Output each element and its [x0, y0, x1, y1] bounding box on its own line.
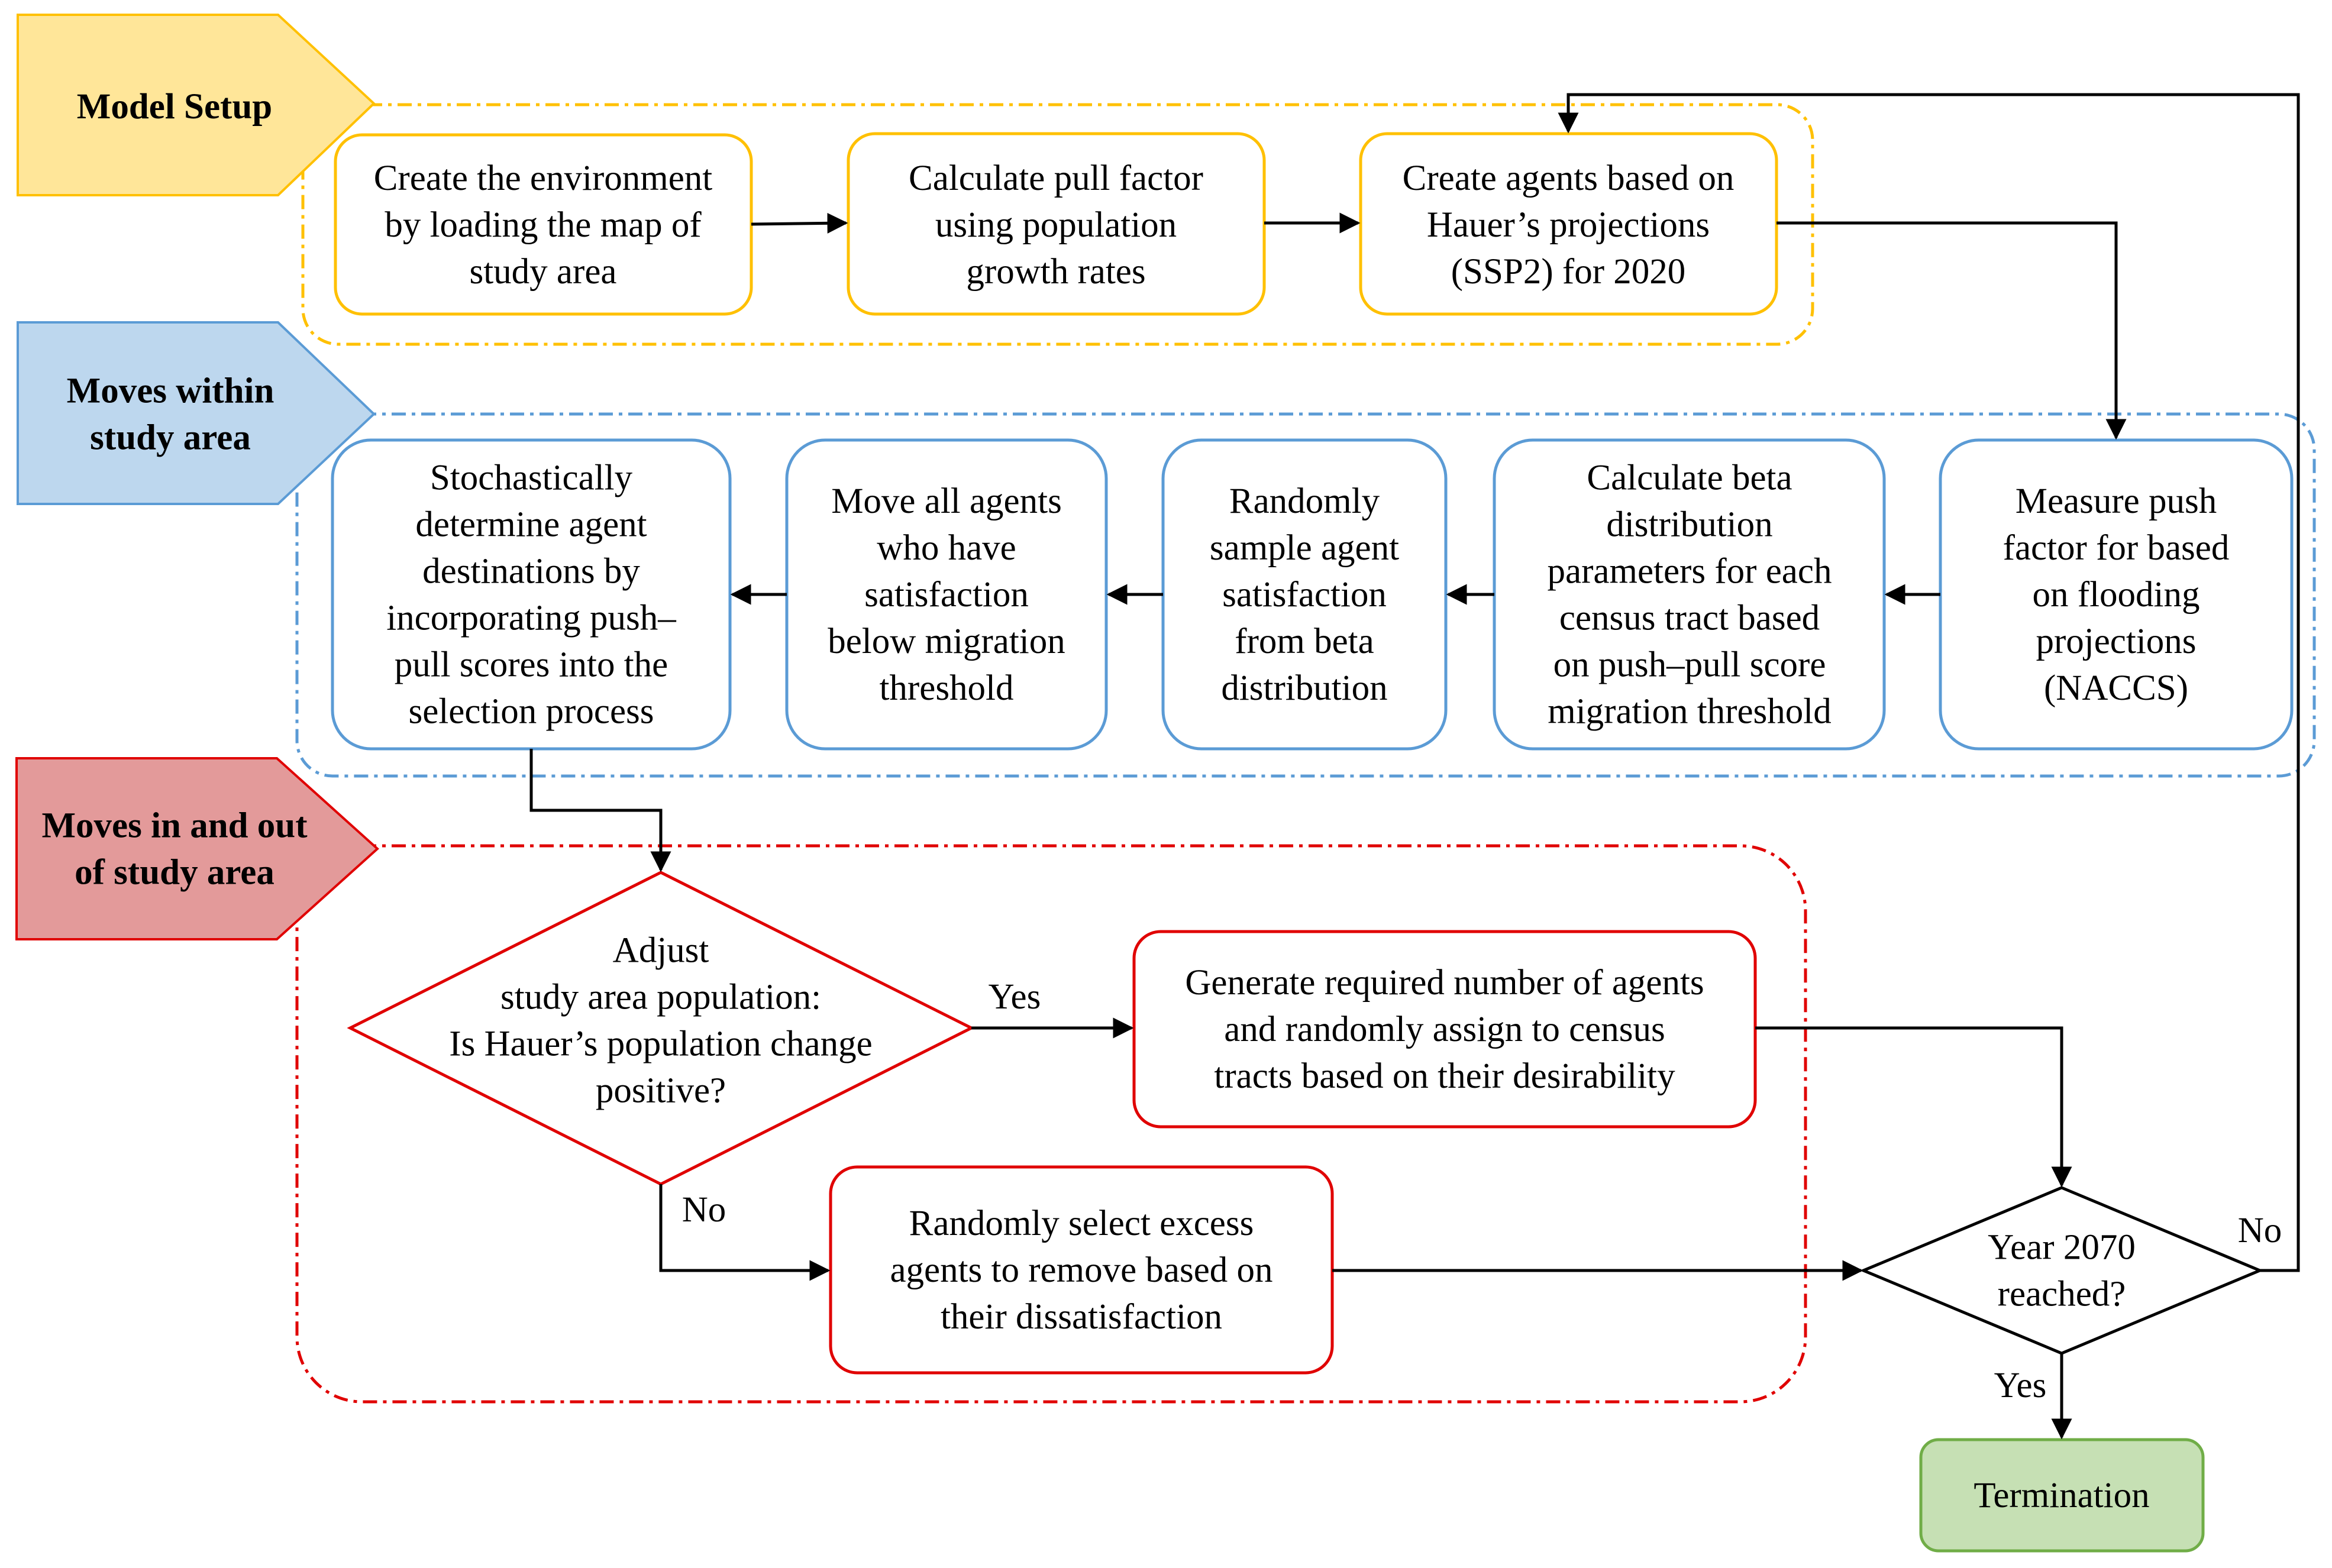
measure-push-text-line: on flooding	[2033, 575, 2200, 615]
move-agents-text-line: who have	[877, 528, 1016, 568]
beta-parameters-text: Calculate beta distribution parameters for…	[1548, 458, 1832, 732]
pull-factor-text: Calculate pull factor using population gro…	[909, 159, 1203, 292]
move-agents-text-line: threshold	[879, 668, 1013, 708]
generate-agents-text-line: and randomly assign to census	[1224, 1010, 1665, 1049]
within-section-label-line: Moves within	[67, 371, 274, 411]
beta-parameters-text-line: distribution	[1606, 505, 1772, 545]
measure-push-text-line: Measure push	[2016, 481, 2217, 521]
arrow-env-to-pull	[751, 212, 848, 234]
inout-section-label-line: Moves in and out	[41, 806, 308, 846]
adjust-population-text-line: Adjust	[613, 931, 709, 971]
create-agents-text-line: Hauer’s projections	[1427, 205, 1710, 245]
setup-section-label-line: Model Setup	[77, 87, 272, 127]
within-section-tag	[17, 321, 376, 505]
inout-section-label: Moves in and out of study area	[41, 806, 308, 893]
setup-section-label: Model Setup	[77, 87, 272, 127]
remove-agents-text: Randomly select excess agents to remove b…	[890, 1204, 1272, 1337]
move-agents-text: Move all agents who have satisfaction below…	[828, 481, 1065, 708]
beta-parameters-text-line: migration threshold	[1548, 692, 1831, 732]
stochastic-destination-text-line: selection process	[409, 692, 654, 732]
stochastic-destination-text-line: pull scores into the	[395, 645, 668, 685]
year-2070-decision	[1859, 1186, 2264, 1355]
termination-text: Termination	[1974, 1476, 2149, 1515]
termination-text-line: Termination	[1974, 1476, 2149, 1515]
remove-agents-text-line: agents to remove based on	[890, 1250, 1272, 1290]
create-environment-box	[334, 133, 753, 316]
beta-parameters-text-line: Calculate beta	[1587, 458, 1792, 498]
measure-push-text-line: (NACCS)	[2044, 668, 2188, 708]
stochastic-destination-text-line: incorporating push–	[386, 599, 676, 638]
create-environment-text-line: by loading the map of	[385, 205, 702, 245]
beta-parameters-text-line: census tract based	[1559, 599, 1820, 638]
measure-push-text: Measure push factor for based on flooding p…	[2003, 481, 2230, 708]
sample-satisfaction-text-line: sample agent	[1210, 528, 1399, 568]
generate-agents-text: Generate required number of agents and ra…	[1185, 963, 1704, 1096]
move-agents-text-line: below migration	[828, 622, 1065, 661]
adjust-no-label: No	[682, 1190, 726, 1230]
pull-factor-text-line: using population	[935, 205, 1177, 245]
pull-factor-text-line: growth rates	[966, 252, 1145, 292]
setup-section-tag	[17, 14, 376, 196]
remove-agents-text-line: their dissatisfaction	[941, 1297, 1222, 1337]
year-2070-text-line: Year 2070	[1988, 1228, 2136, 1268]
stochastic-destination-text-line: Stochastically	[430, 458, 633, 498]
sample-satisfaction-text: Randomly sample agent satisfaction from bet…	[1210, 481, 1399, 708]
within-section-label: Moves within study area	[67, 371, 274, 458]
remove-agents-text-line: Randomly select excess	[909, 1204, 1254, 1243]
stochastic-destination-text: Stochastically determine agent destination…	[386, 458, 676, 732]
adjust-population-text-line: positive?	[596, 1071, 726, 1111]
sample-satisfaction-text-line: satisfaction	[1222, 575, 1387, 615]
arrow-year-no-loop	[1558, 93, 2300, 1272]
stochastic-destination-text-line: destinations by	[422, 552, 640, 591]
arrow-generate-to-year	[1755, 1026, 2072, 1188]
measure-push-text-line: factor for based	[2003, 528, 2230, 568]
create-agents-text: Create agents based on Hauer’s projection…	[1403, 159, 1735, 292]
create-environment-text-line: Create the environment	[374, 159, 713, 198]
arrow-stochastic-to-adjust	[529, 749, 671, 872]
generate-agents-text-line: tracts based on their desirability	[1214, 1056, 1675, 1096]
beta-parameters-text-line: on push–pull score	[1553, 645, 1826, 685]
move-agents-text-line: satisfaction	[864, 575, 1029, 615]
adjust-population-text: Adjust study area population: Is Hauer’s p…	[449, 931, 872, 1111]
adjust-yes-label: Yes	[989, 977, 1041, 1017]
year-no-label: No	[2238, 1211, 2282, 1250]
stochastic-destination-text-line: determine agent	[415, 505, 647, 545]
within-section-label-line: study area	[90, 418, 251, 458]
generate-agents-text-line: Generate required number of agents	[1185, 963, 1704, 1003]
arrow-adjust-no	[659, 1184, 831, 1281]
year-2070-text-line: reached?	[1998, 1275, 2126, 1314]
year-2070-text: Year 2070 reached?	[1988, 1228, 2136, 1314]
sample-satisfaction-text-line: Randomly	[1229, 481, 1380, 521]
pull-factor-text-line: Calculate pull factor	[909, 159, 1203, 198]
inout-group	[295, 844, 1807, 1404]
arrow-agents-to-push	[1777, 221, 2127, 440]
within-group	[295, 412, 2316, 778]
create-environment-text: Create the environment by loading the map…	[374, 159, 713, 292]
inout-section-label-line: of study area	[75, 853, 274, 893]
termination-box	[1919, 1438, 2205, 1553]
beta-parameters-text-line: parameters for each	[1548, 552, 1832, 591]
sample-satisfaction-text-line: distribution	[1221, 668, 1387, 708]
sample-satisfaction-text-line: from beta	[1235, 622, 1374, 661]
adjust-population-text-line: study area population:	[500, 978, 821, 1017]
measure-push-text-line: projections	[2036, 622, 2196, 661]
year-yes-label: Yes	[1994, 1366, 2047, 1405]
create-environment-text-line: study area	[470, 252, 617, 292]
adjust-population-text-line: Is Hauer’s population change	[449, 1024, 872, 1064]
create-agents-text-line: (SSP2) for 2020	[1451, 252, 1686, 292]
create-agents-text-line: Create agents based on	[1403, 159, 1735, 198]
inout-section-tag	[15, 757, 379, 940]
move-agents-text-line: Move all agents	[831, 481, 1062, 521]
